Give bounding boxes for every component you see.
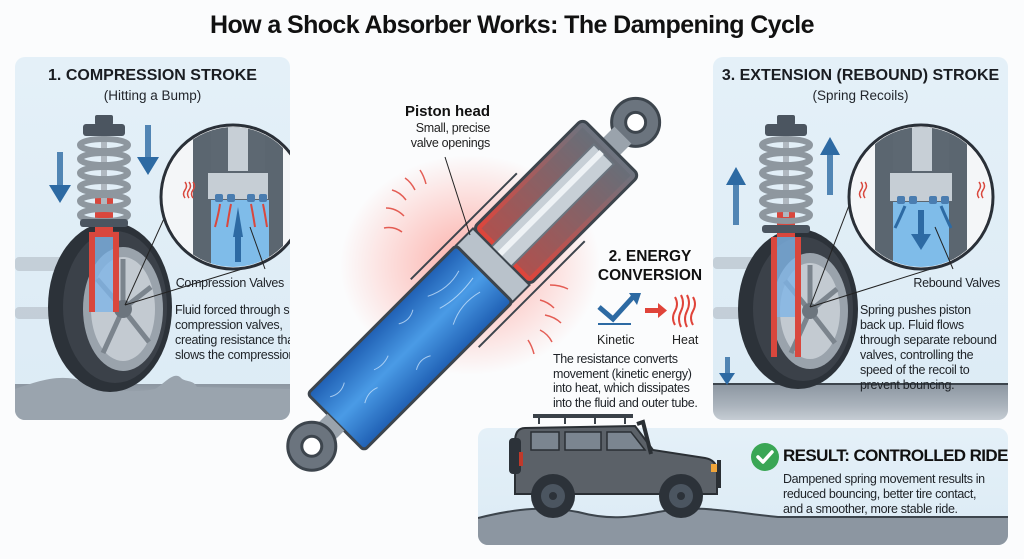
suv-vehicle [509, 414, 721, 518]
down-arrow-icon [719, 357, 735, 385]
rebound-illustration [713, 115, 1008, 389]
piston-head-line: valve openings [410, 136, 491, 150]
piston-head-heading: Piston head [404, 103, 490, 120]
energy-description: The resistance converts movement (kineti… [553, 352, 698, 410]
desc-line: back up. Fluid flows [860, 318, 964, 332]
coil-spring [759, 136, 813, 224]
piston-head-label: Piston head Small, precise valve opening… [352, 103, 490, 151]
heat-wave-icon [182, 181, 196, 199]
energy-conversion-graphic [597, 293, 696, 328]
desc-line: into heat, which dissipates [553, 381, 690, 395]
desc-line: Fluid forced through small [175, 303, 290, 317]
compression-valves-callout: Compression Valves [175, 276, 285, 290]
rebound-valves-callout: Rebound Valves [913, 276, 1000, 290]
result-description: Dampened spring movement results in redu… [783, 472, 985, 517]
desc-line: The resistance converts [553, 352, 678, 366]
result-title: RESULT: CONTROLLED RIDE [783, 446, 1008, 465]
rebound-subtitle: (Spring Recoils) [812, 88, 909, 103]
compression-illustration [15, 115, 290, 420]
rebound-description: Spring pushes piston back up. Fluid flow… [860, 303, 997, 393]
energy-title-line: 2. ENERGY [608, 248, 692, 265]
desc-line: prevent bouncing. [860, 378, 955, 392]
result-illustration [478, 507, 1008, 545]
strut [765, 115, 807, 357]
bump-terrain [15, 375, 290, 420]
desc-line: compression valves, [175, 318, 283, 332]
coil-spring [77, 136, 131, 224]
compression-subtitle: (Hitting a Bump) [103, 88, 202, 103]
desc-line: reduced bouncing, better tire contact, [783, 487, 977, 501]
desc-line: and a smoother, more stable ride. [783, 502, 958, 516]
desc-line: Spring pushes piston [860, 303, 971, 317]
piston-head-line: Small, precise [415, 121, 491, 135]
compression-description: Fluid forced through small compression v… [175, 303, 290, 363]
down-arrow-icon [49, 125, 159, 203]
heat-icon [672, 294, 696, 328]
heat-rays-icon [383, 169, 569, 355]
roof-rack [533, 414, 633, 418]
shock-body [286, 96, 662, 472]
up-arrow-icon [726, 137, 840, 225]
rebound-title: 3. EXTENSION (REBOUND) STROKE [721, 67, 1000, 84]
suv-wheel [659, 474, 703, 518]
suv-wheel [531, 474, 575, 518]
road-ground [713, 384, 1008, 420]
desc-line: through separate rebound [860, 333, 997, 347]
desc-line: creating resistance that [175, 333, 290, 347]
kinetic-icon [597, 293, 641, 325]
kinetic-label: Kinetic [597, 333, 635, 347]
desc-line: into the fluid and outer tube. [553, 395, 698, 410]
energy-conversion-title: 2. ENERGY CONVERSION [585, 247, 715, 285]
desc-line: speed of the recoil to [860, 363, 970, 377]
infographic-title: How a Shock Absorber Works: The Dampenin… [210, 11, 814, 39]
strut [83, 115, 125, 312]
valve-magnifier [809, 123, 995, 308]
desc-line: valves, controlling the [860, 348, 974, 362]
check-circle-icon [751, 443, 779, 471]
desc-line: slows the compression. [175, 348, 290, 362]
piston-leader-line [444, 156, 471, 236]
rebound-stroke-panel: 3. EXTENSION (REBOUND) STROKE (Spring Re… [713, 57, 1008, 420]
heat-label: Heat [672, 333, 699, 347]
compression-title: 1. COMPRESSION STROKE [48, 67, 257, 84]
compression-stroke-panel: 1. COMPRESSION STROKE (Hitting a Bump) [15, 57, 290, 420]
energy-title-line: CONVERSION [597, 267, 703, 284]
heat-wave-icon [858, 181, 986, 199]
desc-line: movement (kinetic energy) [553, 366, 692, 381]
valve-magnifier [124, 123, 290, 306]
arrow-right-icon [645, 303, 667, 318]
desc-line: Dampened spring movement results in [783, 472, 985, 486]
